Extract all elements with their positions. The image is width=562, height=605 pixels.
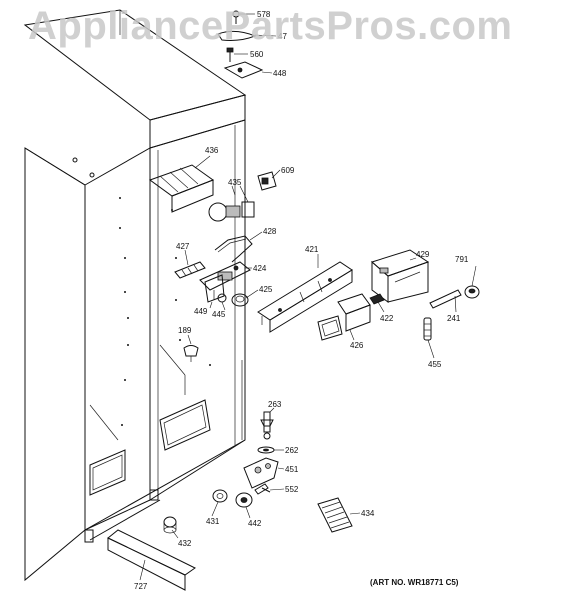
part-426-actuator	[317, 293, 371, 341]
part-422-switch	[369, 293, 385, 305]
part-label: 434	[361, 509, 375, 518]
part-label: 189	[178, 326, 192, 335]
part-578-screw	[232, 10, 240, 24]
part-label: 455	[428, 360, 442, 369]
part-424-control-bracket	[199, 261, 251, 291]
watermark-text: AppliancePartsPros.com	[28, 4, 513, 48]
part-label: 448	[273, 69, 287, 78]
part-449-bracket	[204, 274, 225, 303]
part-560-bolt	[226, 47, 234, 62]
part-189-bumper	[183, 345, 199, 362]
part-435-light-bulb	[208, 201, 255, 222]
part-432-cap	[163, 516, 177, 534]
part-label: 425	[259, 285, 273, 294]
part-label: 727	[134, 582, 148, 591]
part-428-wire-harness	[214, 235, 253, 263]
part-label: 436	[205, 146, 219, 155]
part-label: 422	[380, 314, 394, 323]
part-448-hinge-plate	[223, 61, 264, 79]
art-number: (ART NO. WR18771 C5)	[370, 578, 459, 587]
part-label: 262	[285, 446, 299, 455]
part-label: 426	[350, 341, 364, 350]
part-label: 431	[206, 517, 220, 526]
part-label: 449	[194, 307, 208, 316]
refrigerator-cabinet	[23, 9, 247, 582]
part-label: 451	[285, 465, 299, 474]
part-label: 432	[178, 539, 192, 548]
part-number-labels: 578 47 560 448 436 609 435 428 427 424 4…	[134, 10, 469, 591]
part-label: 609	[281, 166, 295, 175]
part-label: 47	[278, 32, 287, 41]
part-label: 791	[455, 255, 469, 264]
part-241-rod	[429, 289, 462, 309]
part-791-cap	[464, 285, 480, 299]
part-263-hinge-pin	[260, 411, 274, 440]
part-421-control-housing	[257, 261, 353, 333]
part-429-dispenser-housing	[371, 249, 430, 303]
part-262-washer	[257, 446, 275, 454]
part-727-toe-grille	[107, 529, 196, 591]
part-label: 442	[248, 519, 262, 528]
part-552-screw	[254, 483, 271, 495]
part-442-roller	[235, 492, 253, 508]
part-425-thermostat-knob	[231, 293, 249, 307]
part-434-grille	[317, 497, 353, 533]
part-label: 424	[253, 264, 267, 273]
part-label: 421	[305, 245, 319, 254]
leader-lines	[139, 13, 477, 581]
part-label: 552	[285, 485, 299, 494]
part-451-hinge-bracket	[243, 457, 279, 489]
part-455-spring	[423, 317, 432, 341]
part-label: 428	[263, 227, 277, 236]
part-label: 241	[447, 314, 461, 323]
part-label: 429	[416, 250, 430, 259]
part-label: 427	[176, 242, 190, 251]
part-609-light-socket	[257, 171, 277, 191]
part-label: 263	[268, 400, 282, 409]
part-label: 560	[250, 50, 264, 59]
part-label: 435	[228, 178, 242, 187]
part-436-light-shield	[148, 164, 215, 213]
part-47-hinge	[217, 30, 257, 41]
part-label: 445	[212, 310, 226, 319]
part-431-roller	[212, 489, 228, 503]
part-427-cable	[174, 261, 206, 279]
part-label: 578	[257, 10, 271, 19]
